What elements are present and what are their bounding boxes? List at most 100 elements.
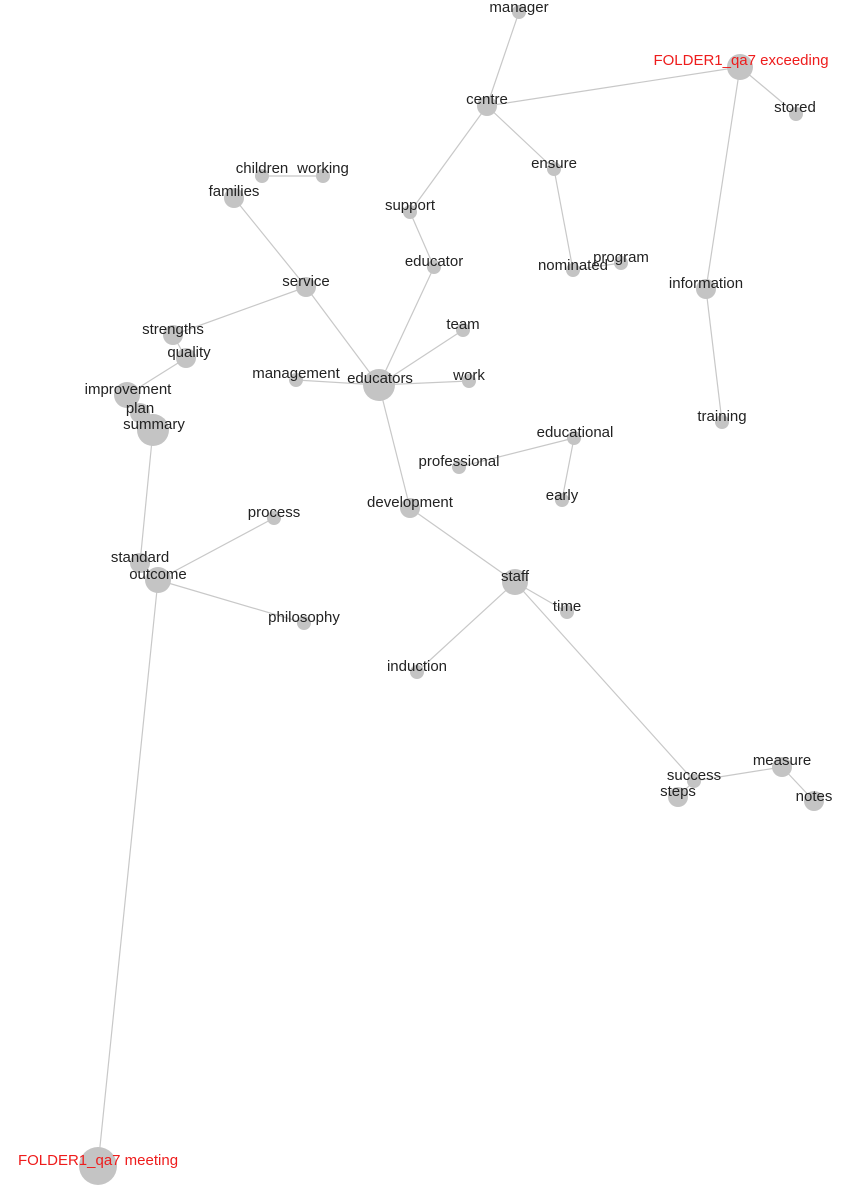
node-label-summary: summary [123, 416, 185, 433]
node-label-early: early [546, 487, 579, 504]
node-label-steps: steps [660, 783, 696, 800]
node-label-support: support [385, 197, 436, 214]
edge-educational-early [561, 437, 575, 501]
node-label-induction: induction [387, 658, 447, 675]
node-children [255, 169, 269, 183]
node-nominated [566, 263, 580, 277]
node-improvement [114, 382, 140, 408]
edge-staff-success [514, 581, 695, 782]
node-label-process: process [248, 504, 301, 521]
node-stored [789, 107, 803, 121]
node-label-management: management [252, 365, 340, 382]
node-folder_exceeding [727, 54, 753, 80]
edge-centre-ensure [486, 105, 555, 170]
node-label-quality: quality [167, 344, 211, 361]
edge-ensure-nominated [553, 168, 574, 271]
edge-manager-centre [486, 11, 520, 107]
node-label-educator: educator [405, 253, 463, 270]
node-early [555, 493, 569, 507]
node-management [289, 373, 303, 387]
node-label-nominated: nominated [538, 257, 608, 274]
node-induction [410, 665, 424, 679]
node-label-team: team [446, 316, 479, 333]
node-centre [477, 96, 497, 116]
node-label-philosophy: philosophy [268, 609, 340, 626]
edge-development-staff [409, 507, 516, 583]
node-label-professional: professional [419, 453, 500, 470]
node-label-notes: notes [796, 788, 833, 805]
node-educators [363, 369, 395, 401]
node-philosophy [297, 616, 311, 630]
edge-layer [97, 11, 815, 1167]
node-service [296, 277, 316, 297]
node-label-manager: manager [489, 0, 548, 16]
node-quality [176, 348, 196, 368]
node-time [560, 605, 574, 619]
node-label-work: work [452, 367, 485, 384]
node-label-folder_meeting: FOLDER1_qa7 meeting [18, 1152, 178, 1169]
edge-staff-induction [416, 581, 516, 673]
node-layer [79, 5, 824, 1185]
node-label-time: time [553, 598, 581, 615]
edge-outcome-philosophy [157, 579, 305, 624]
node-standard [130, 553, 150, 573]
node-label-stored: stored [774, 99, 816, 116]
edge-educator-educators [378, 266, 435, 386]
node-label-families: families [209, 183, 260, 200]
node-label-educators: educators [347, 370, 413, 387]
node-development [400, 498, 420, 518]
node-label-folder_exceeding: FOLDER1_qa7 exceeding [653, 52, 828, 69]
node-strengths [163, 325, 183, 345]
node-label-working: working [296, 160, 349, 177]
edge-nominated-program [572, 262, 622, 271]
node-label-outcome: outcome [129, 566, 187, 583]
node-educational [567, 431, 581, 445]
edge-centre-folder_exceeding [486, 66, 741, 107]
node-label-strengths: strengths [142, 321, 204, 338]
edge-service-strengths [172, 286, 307, 336]
edge-centre-support [409, 105, 488, 213]
node-folder_meeting [79, 1147, 117, 1185]
node-team [456, 323, 470, 337]
node-information [696, 279, 716, 299]
edge-professional-educational [458, 437, 575, 468]
node-working [316, 169, 330, 183]
edge-outcome-folder_meeting [97, 579, 159, 1167]
edge-team-educators [378, 329, 464, 386]
node-label-measure: measure [753, 752, 811, 769]
edge-success-measure [693, 766, 783, 782]
node-label-standard: standard [111, 549, 169, 566]
node-manager [512, 5, 526, 19]
node-label-information: information [669, 275, 743, 292]
node-label-children: children [236, 160, 289, 177]
node-program [614, 256, 628, 270]
node-process [267, 511, 281, 525]
node-measure [772, 757, 792, 777]
edge-information-training [705, 288, 723, 423]
edge-summary-standard [139, 429, 154, 564]
node-steps [668, 787, 688, 807]
node-families [224, 188, 244, 208]
node-label-plan: plan [126, 400, 154, 417]
node-label-program: program [593, 249, 649, 266]
node-staff [502, 569, 528, 595]
node-training [715, 415, 729, 429]
edge-folder_exceeding-information [705, 66, 741, 290]
node-educator [427, 260, 441, 274]
edge-families-service [233, 197, 307, 288]
edge-service-educators [305, 286, 380, 386]
node-ensure [547, 162, 561, 176]
edge-outcome-process [157, 517, 275, 581]
node-label-development: development [367, 494, 454, 511]
node-summary [137, 414, 169, 446]
node-label-success: success [667, 767, 721, 784]
node-label-centre: centre [466, 91, 508, 108]
node-label-ensure: ensure [531, 155, 577, 172]
edge-support-educator [409, 211, 435, 268]
edge-educators-development [378, 384, 411, 509]
node-label-staff: staff [501, 568, 530, 585]
node-label-improvement: improvement [85, 381, 173, 398]
label-layer: manager centre FOLDER1_qa7 exceeding stored… [18, 0, 832, 1169]
node-label-educational: educational [537, 424, 614, 441]
